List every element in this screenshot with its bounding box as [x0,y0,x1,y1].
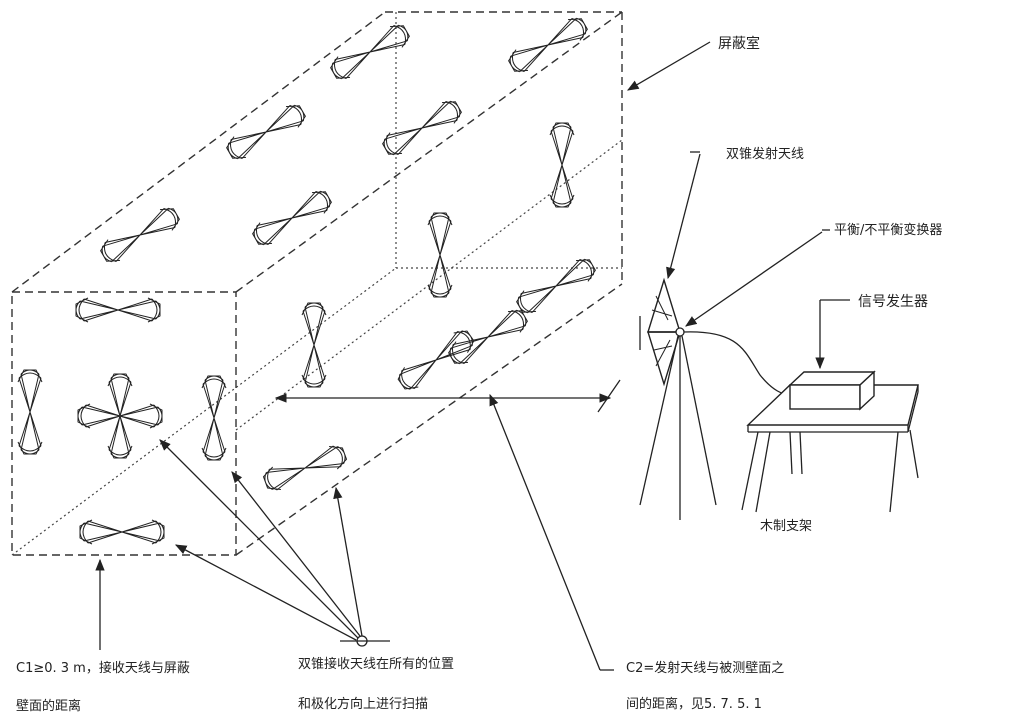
coax-cable [683,331,797,398]
tx-cone-lower [647,331,681,387]
rx-antenna-wall-1 [327,20,413,84]
rx-antenna-front-right [201,375,227,461]
room-wall-midline [235,139,623,431]
label-signal-generator: 信号发生器 [858,294,928,310]
leader-tx-antenna [666,153,701,280]
leader-lines [95,41,850,671]
tx-cone-upper [647,277,681,333]
leader-shield-room [626,41,711,91]
rx-antenna-front-left [17,369,43,455]
room-top-left-edge [11,11,386,293]
rx-antenna-front-center-vertical [107,373,133,459]
label-tx-antenna: 双锥发射天线 [726,146,804,162]
label-rx-line2: 和极化方向上进行扫描 [298,696,428,712]
label-c1-line1: C1≥0. 3 m，接收天线与屏蔽 [16,660,190,676]
rx-antenna-wall-8 [513,254,599,318]
wooden-table [741,370,919,513]
tripod-leg-left [639,335,679,506]
rx-antenna-wall-9 [549,122,575,208]
room-hidden-floor-edge [11,267,397,556]
shielded-room [11,11,623,556]
label-wood-stand: 木制支架 [760,519,812,534]
balun-connector [675,327,685,337]
label-c2-line2: 间的距离，见5. 7. 5. 1 [626,696,762,712]
rx-antenna-wall-10 [427,212,453,298]
rx-antenna-wall-5 [97,203,183,267]
transmit-antenna-assembly [597,277,797,520]
rx-antenna-front-bottom [79,519,165,545]
room-bottom-right-edge [235,283,623,556]
receive-antennas [17,13,599,545]
rx-antenna-wall-6 [249,186,335,250]
rx-antenna-wall-13 [394,325,478,395]
rx-antenna-wall-4 [379,96,465,160]
label-c2-line1: C2=发射天线与被测壁面之 [626,660,784,676]
room-front-face [11,291,237,556]
signal-generator-box [789,384,861,410]
rx-antenna-wall-11 [301,302,327,388]
leader-balun [685,231,823,327]
tripod-leg-right [681,335,717,506]
label-balun: 平衡/不平衡变换器 [834,222,942,238]
label-c1-line2: 壁面的距离 [16,698,81,714]
label-shield-room: 屏蔽室 [718,35,760,52]
label-rx-line1: 双锥接收天线在所有的位置 [298,656,454,672]
text-labels: 屏蔽室 双锥发射天线 平衡/不平衡变换器 信号发生器 木制支架 C1≥0. 3 … [16,35,942,714]
rx-antenna-wall-7 [445,305,531,369]
rx-antenna-front-top [75,297,161,323]
table-leg [741,431,759,511]
rx-antenna-wall-3 [223,100,309,164]
leader-c2 [489,393,601,671]
